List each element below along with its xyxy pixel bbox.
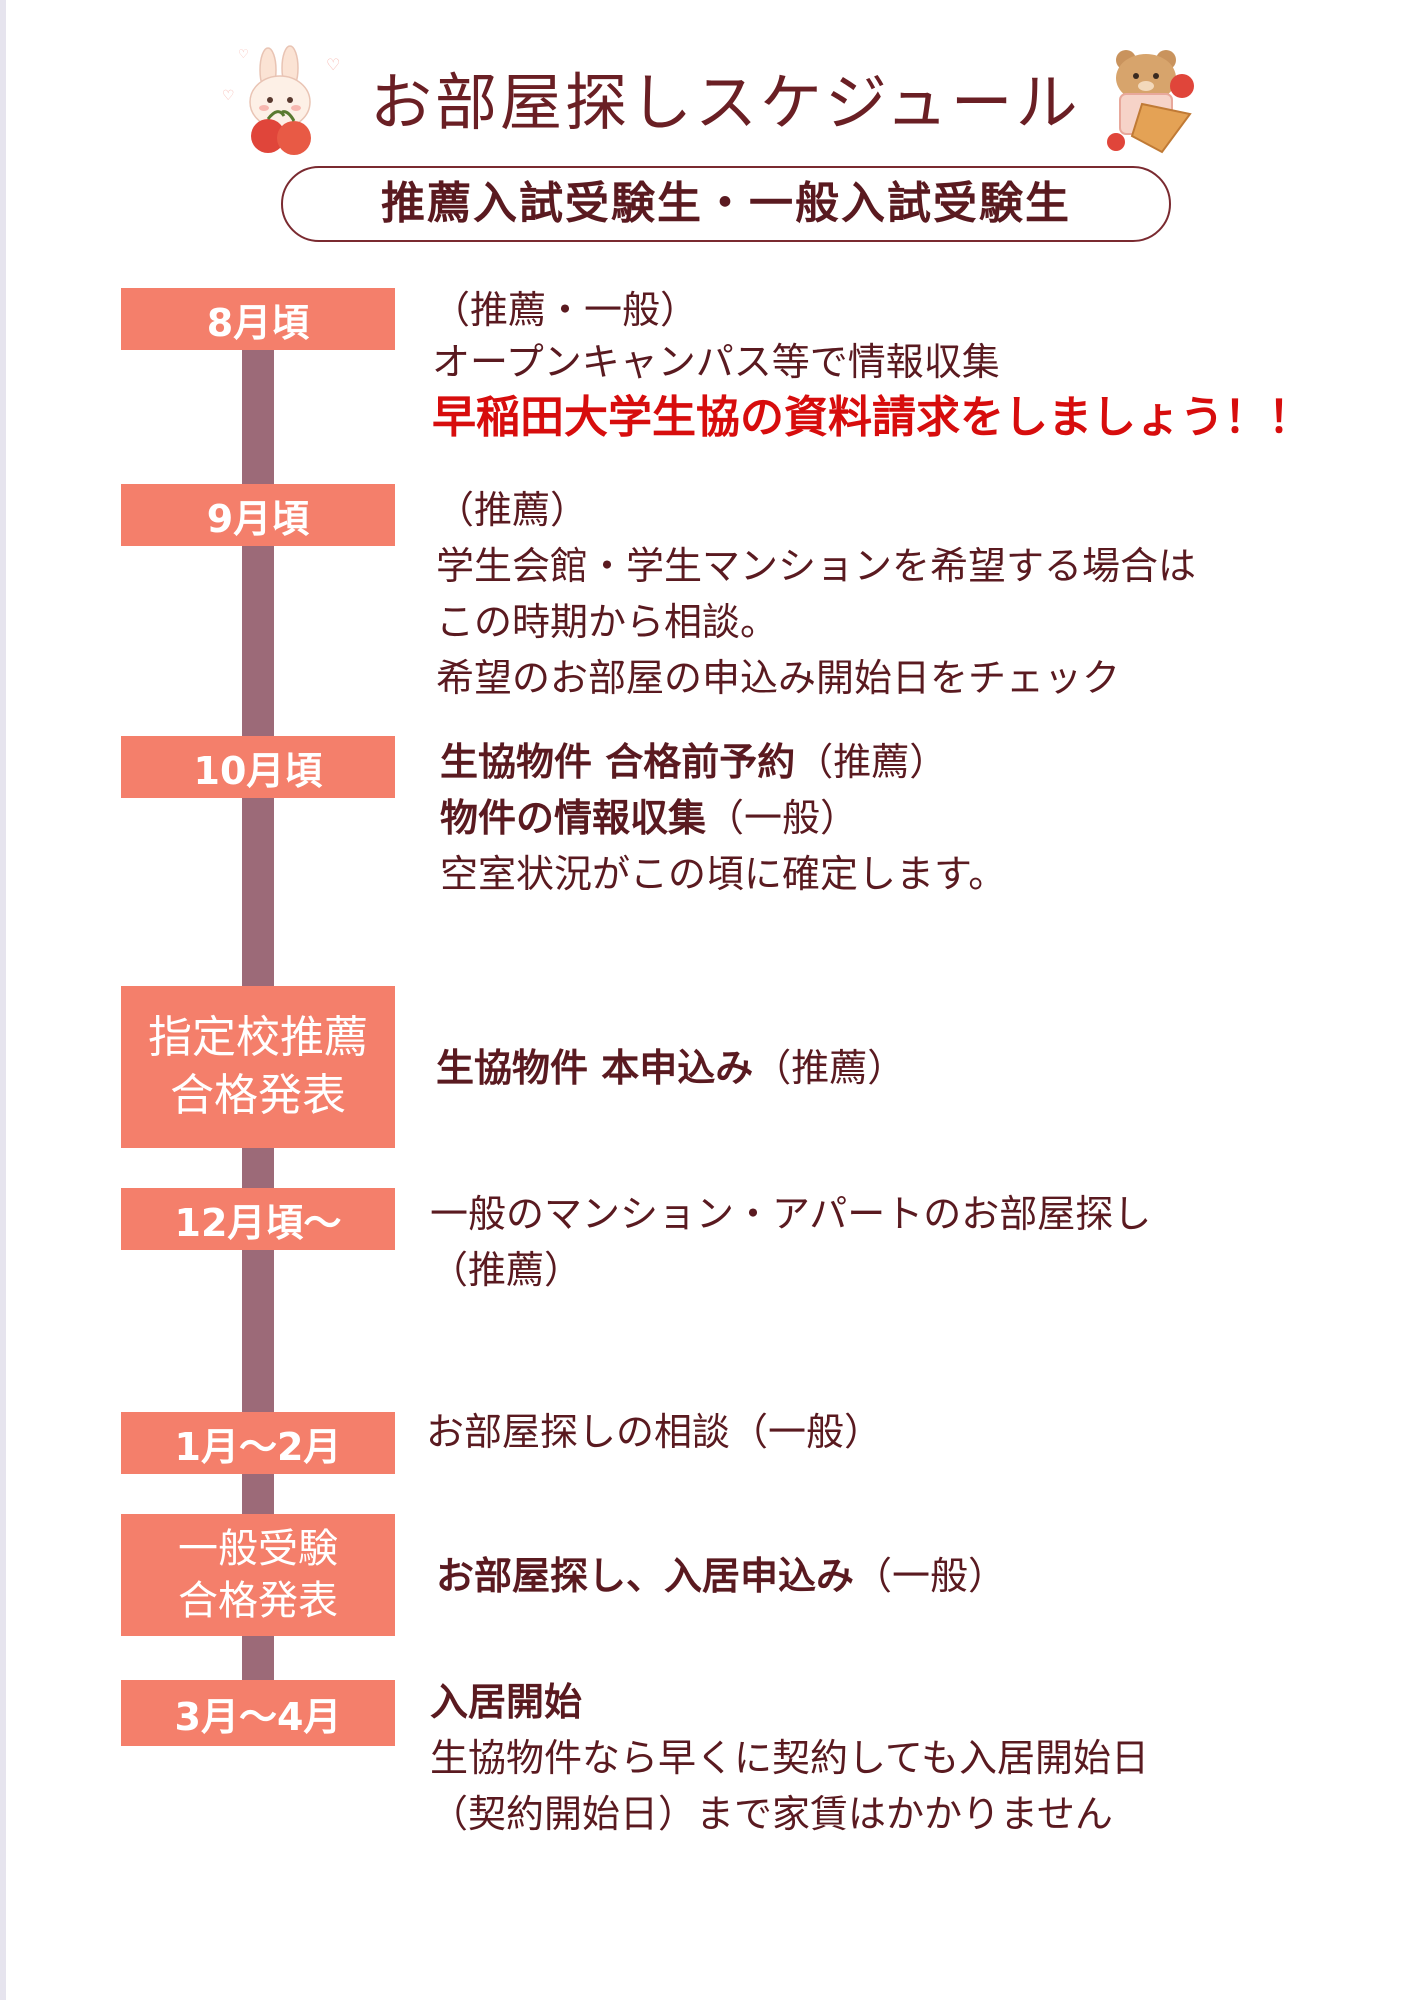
label-text: 8月頃 — [206, 300, 310, 345]
text-line: 空室状況がこの頃に確定します。 — [440, 852, 1007, 896]
timeline-text-august: （推薦・一般） オープンキャンパス等で情報収集 早稲田大学生協の資料請求をしまし… — [432, 284, 1312, 448]
label-text: 合格発表 — [178, 1578, 338, 1624]
text-line: 生協物件 本申込み（推薦） — [436, 1046, 906, 1090]
svg-text:♡: ♡ — [238, 47, 249, 61]
label-text: 9月頃 — [206, 496, 310, 541]
text-line: お部屋探しの相談（一般） — [426, 1410, 883, 1454]
timeline-label-designated-result: 指定校推薦 合格発表 — [121, 986, 395, 1148]
timeline-label-march-april: 3月〜4月 — [121, 1680, 395, 1746]
text-line: 希望のお部屋の申込み開始日をチェック — [436, 656, 1121, 700]
label-text: 指定校推薦 — [148, 1012, 368, 1063]
timeline-text-october: 生協物件 合格前予約（推薦） 物件の情報収集（一般） 空室状況がこの頃に確定しま… — [440, 734, 1006, 902]
highlight-line: 早稲田大学生協の資料請求をしましょう！！ — [432, 392, 1312, 443]
text-line: （推薦） — [430, 1248, 583, 1292]
label-text: 10月頃 — [193, 748, 323, 793]
text-line: 生協物件 合格前予約（推薦） — [440, 740, 948, 784]
page-edge — [0, 0, 6, 2000]
label-text: 一般受験 — [178, 1526, 338, 1572]
timeline-text-general-result: お部屋探し、入居申込み（一般） — [436, 1550, 1006, 1602]
page-title: お部屋探しスケジュール — [370, 66, 1081, 139]
timeline-text-designated-result: 生協物件 本申込み（推薦） — [436, 1042, 905, 1094]
text-line: 一般のマンション・アパートのお部屋探し — [430, 1192, 1152, 1236]
timeline-label-december: 12月頃〜 — [121, 1188, 395, 1250]
timeline-text-december: 一般のマンション・アパートのお部屋探し （推薦） — [430, 1186, 1151, 1298]
text-line: 学生会館・学生マンションを希望する場合は — [436, 544, 1197, 588]
svg-text:♡: ♡ — [326, 55, 340, 74]
timeline-label-general-result: 一般受験 合格発表 — [121, 1514, 395, 1636]
label-text: 1月〜2月 — [174, 1424, 342, 1469]
timeline-label-october: 10月頃 — [121, 736, 395, 798]
timeline-text-january-february: お部屋探しの相談（一般） — [426, 1406, 882, 1458]
text-line: 物件の情報収集（一般） — [440, 796, 859, 840]
timeline-text-september: （推薦） 学生会館・学生マンションを希望する場合は この時期から相談。 希望のお… — [436, 482, 1196, 706]
text-line: （契約開始日）まで家賃はかかりません — [430, 1792, 1113, 1836]
text-line: この時期から相談。 — [436, 600, 779, 644]
svg-text:♡: ♡ — [222, 88, 235, 104]
label-text: 12月頃〜 — [174, 1200, 342, 1245]
timeline-label-september: 9月頃 — [121, 484, 395, 546]
timeline-label-august: 8月頃 — [121, 288, 395, 350]
text-line: （推薦） — [436, 488, 589, 532]
text-line: お部屋探し、入居申込み（一般） — [436, 1554, 1007, 1598]
text-line: 生協物件なら早くに契約しても入居開始日 — [430, 1736, 1149, 1780]
subtitle-box: 推薦入試受験生・一般入試受験生 — [281, 166, 1171, 242]
bunny-cherry-icon: ♡ ♡ ♡ — [222, 45, 340, 155]
bear-bread-icon — [1107, 50, 1194, 154]
text-line: （推薦・一般） — [432, 288, 699, 332]
timeline-text-march-april: 入居開始 生協物件なら早くに契約しても入居開始日 （契約開始日）まで家賃はかかり… — [430, 1674, 1149, 1842]
label-text: 3月〜4月 — [174, 1694, 342, 1739]
label-text: 合格発表 — [170, 1070, 346, 1121]
timeline-label-january-february: 1月〜2月 — [121, 1412, 395, 1474]
text-line: オープンキャンパス等で情報収集 — [432, 340, 1000, 384]
text-line: 入居開始 — [430, 1680, 583, 1724]
